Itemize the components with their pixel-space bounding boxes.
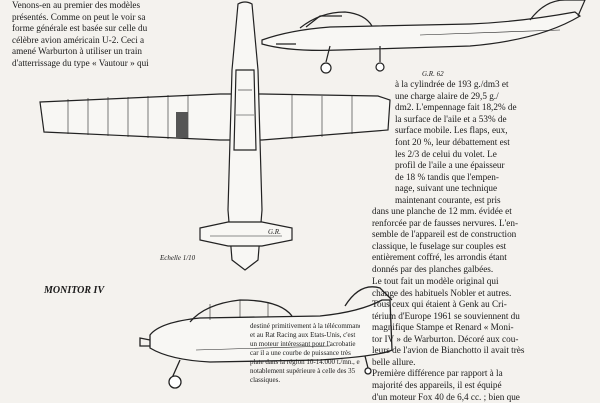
text-column-right-2: Le tout fait un modèle original qui chan… — [372, 276, 600, 322]
text-line: font 20 %, leur débattement est — [395, 136, 510, 147]
text-line: classique, le fuselage sur couples est — [372, 240, 507, 251]
text-line: semble de l'appareil est de construction — [372, 229, 517, 240]
text-line: renforcée par de fausses nervures. L'en- — [372, 217, 519, 228]
text-line: dm2. L'empennage fait 18,2% de — [395, 102, 517, 113]
text-line: forme générale est basée sur celle du — [12, 23, 148, 34]
text-line: tor IV » de Warburton. Décoré aux cou- — [372, 333, 519, 344]
text-line: plate dans la région 10-14.000 t./mn., e… — [250, 358, 360, 366]
text-line: les 2/3 de celui du volet. Le — [395, 148, 497, 159]
text-line: entièrement coffré, les arrondis étant — [372, 252, 507, 263]
text-line: notablement supérieure à celle des 35 — [250, 367, 356, 375]
text-line: d'atterrissage du type « Vautour » qui — [12, 57, 149, 68]
wing-plan-view — [39, 1, 391, 271]
text-line: belle allure. — [372, 356, 416, 367]
text-line: et au Rat Racing aux Etats-Unis, c'est — [250, 331, 356, 339]
text-line: surface mobile. Les flaps, eux, — [395, 125, 508, 136]
text-line: de 18 % tandis que l'empen- — [395, 171, 499, 182]
text-line: térium d'Europe 1961 se souviennent du — [372, 310, 520, 321]
text-column-top-left: Venons-en au premier des modèles présent… — [12, 0, 224, 70]
text-line: car il a une courbe de puissance très — [250, 349, 351, 357]
text-line: une charge alaire de 29,5 g./ — [395, 90, 499, 101]
text-line: change des habituels Nobler et autres. — [372, 287, 512, 298]
text-line: magnifique Stampe et Renard « Moni- — [372, 322, 514, 332]
text-line: Venons-en au premier des modèles — [12, 0, 141, 10]
text-line: destiné primitivement à la télécommande — [250, 322, 360, 330]
text-line: nage, suivant une technique — [395, 183, 498, 194]
text-line: célèbre avion américain U-2. Ceci a — [12, 34, 145, 45]
text-line: à la cylindrée de 193 g./dm3 et — [395, 79, 509, 89]
text-column-right-wide: dans une planche de 12 mm. évidée et ren… — [372, 206, 600, 276]
text-column-extra: destiné primitivement à la télécommande … — [250, 322, 360, 385]
text-line: d'un moteur Fox 40 de 6,4 cc. ; bien que — [372, 391, 520, 402]
text-line: présentés. Comme on peut le voir sa — [12, 11, 146, 22]
text-column-right-3: magnifique Stampe et Renard « Moni- tor … — [372, 322, 600, 403]
text-line: la surface de l'aile et a 53% de — [395, 113, 507, 124]
scale-label: Echelle 1/10 — [160, 254, 196, 262]
text-line: donnés par des planches galbées. — [372, 263, 494, 274]
caption-monitor-iv: MONITOR IV — [44, 285, 105, 296]
text-line: profil de l'aile a une épaisseur — [395, 160, 505, 171]
text-line: Tous ceux qui étaient à Genk au Cri- — [372, 299, 507, 310]
side-view-bottom — [139, 286, 393, 389]
text-line: classiques. — [250, 376, 281, 384]
text-line: Le tout fait un modèle original qui — [372, 276, 499, 286]
text-line: leurs de l'avion de Bianchotto il avait … — [372, 345, 525, 356]
text-line: maintenant courante, est pris — [395, 194, 501, 205]
text-line: Première différence par rapport à la — [372, 368, 503, 379]
text-line: majorité des appareils, il est équipé — [372, 379, 502, 390]
text-line: amené Warburton à utiliser un train — [12, 46, 142, 57]
text-column-right: à la cylindrée de 193 g./dm3 et une char… — [395, 79, 600, 207]
credit-label: G.R. 62 — [422, 70, 444, 78]
side-view-top — [261, 0, 586, 74]
text-line: un moteur intéressant pour l'acrobatie — [250, 340, 356, 348]
credit-label-2: G.R. — [268, 228, 281, 236]
text-line: dans une planche de 12 mm. évidée et — [372, 206, 512, 216]
